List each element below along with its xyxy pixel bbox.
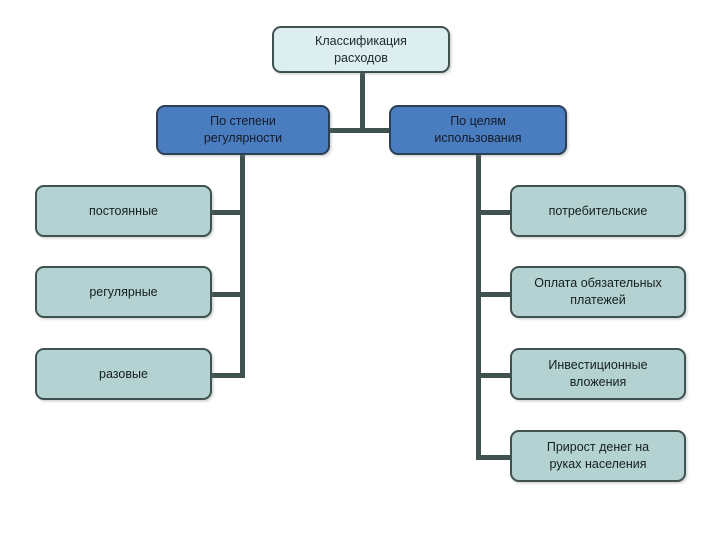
connector-left-spine — [240, 155, 245, 377]
node-leaf-investments[interactable]: Инвестиционные вложения — [510, 348, 686, 400]
connector-right-stub-1 — [476, 210, 512, 215]
node-root-classification[interactable]: Классификация расходов — [272, 26, 450, 73]
node-label: Классификация расходов — [315, 33, 407, 65]
node-leaf-permanent[interactable]: постоянные — [35, 185, 212, 237]
connector-left-stub-2 — [211, 292, 245, 297]
node-label: По целям использования — [434, 114, 522, 145]
node-leaf-regular[interactable]: регулярные — [35, 266, 212, 318]
node-leaf-cash-growth[interactable]: Прирост денег на руках населения — [510, 430, 686, 482]
node-label: постоянные — [88, 203, 159, 218]
node-label: потребительские — [548, 203, 648, 218]
node-leaf-consumer[interactable]: потребительские — [510, 185, 686, 237]
node-label: разовые — [99, 366, 148, 381]
connector-left-stub-3 — [211, 373, 245, 378]
node-label: Оплата обязательных платежей — [534, 276, 662, 307]
connector-right-stub-2 — [476, 292, 512, 297]
connector-branch-bus — [328, 128, 392, 133]
node-branch-by-purpose[interactable]: По целям использования — [389, 105, 567, 155]
node-branch-by-regularity[interactable]: По степени регулярности — [156, 105, 330, 155]
node-label: Инвестиционные вложения — [548, 358, 648, 389]
node-leaf-mandatory-payments[interactable]: Оплата обязательных платежей — [510, 266, 686, 318]
node-label: регулярные — [89, 284, 158, 299]
connector-root-stem — [360, 71, 365, 133]
node-label: Прирост денег на руках населения — [546, 440, 650, 471]
connector-right-spine — [476, 155, 481, 460]
connector-left-stub-1 — [211, 210, 245, 215]
node-leaf-onetime[interactable]: разовые — [35, 348, 212, 400]
node-label: По степени регулярности — [203, 114, 283, 145]
connector-right-stub-4 — [476, 455, 512, 460]
connector-right-stub-3 — [476, 373, 512, 378]
